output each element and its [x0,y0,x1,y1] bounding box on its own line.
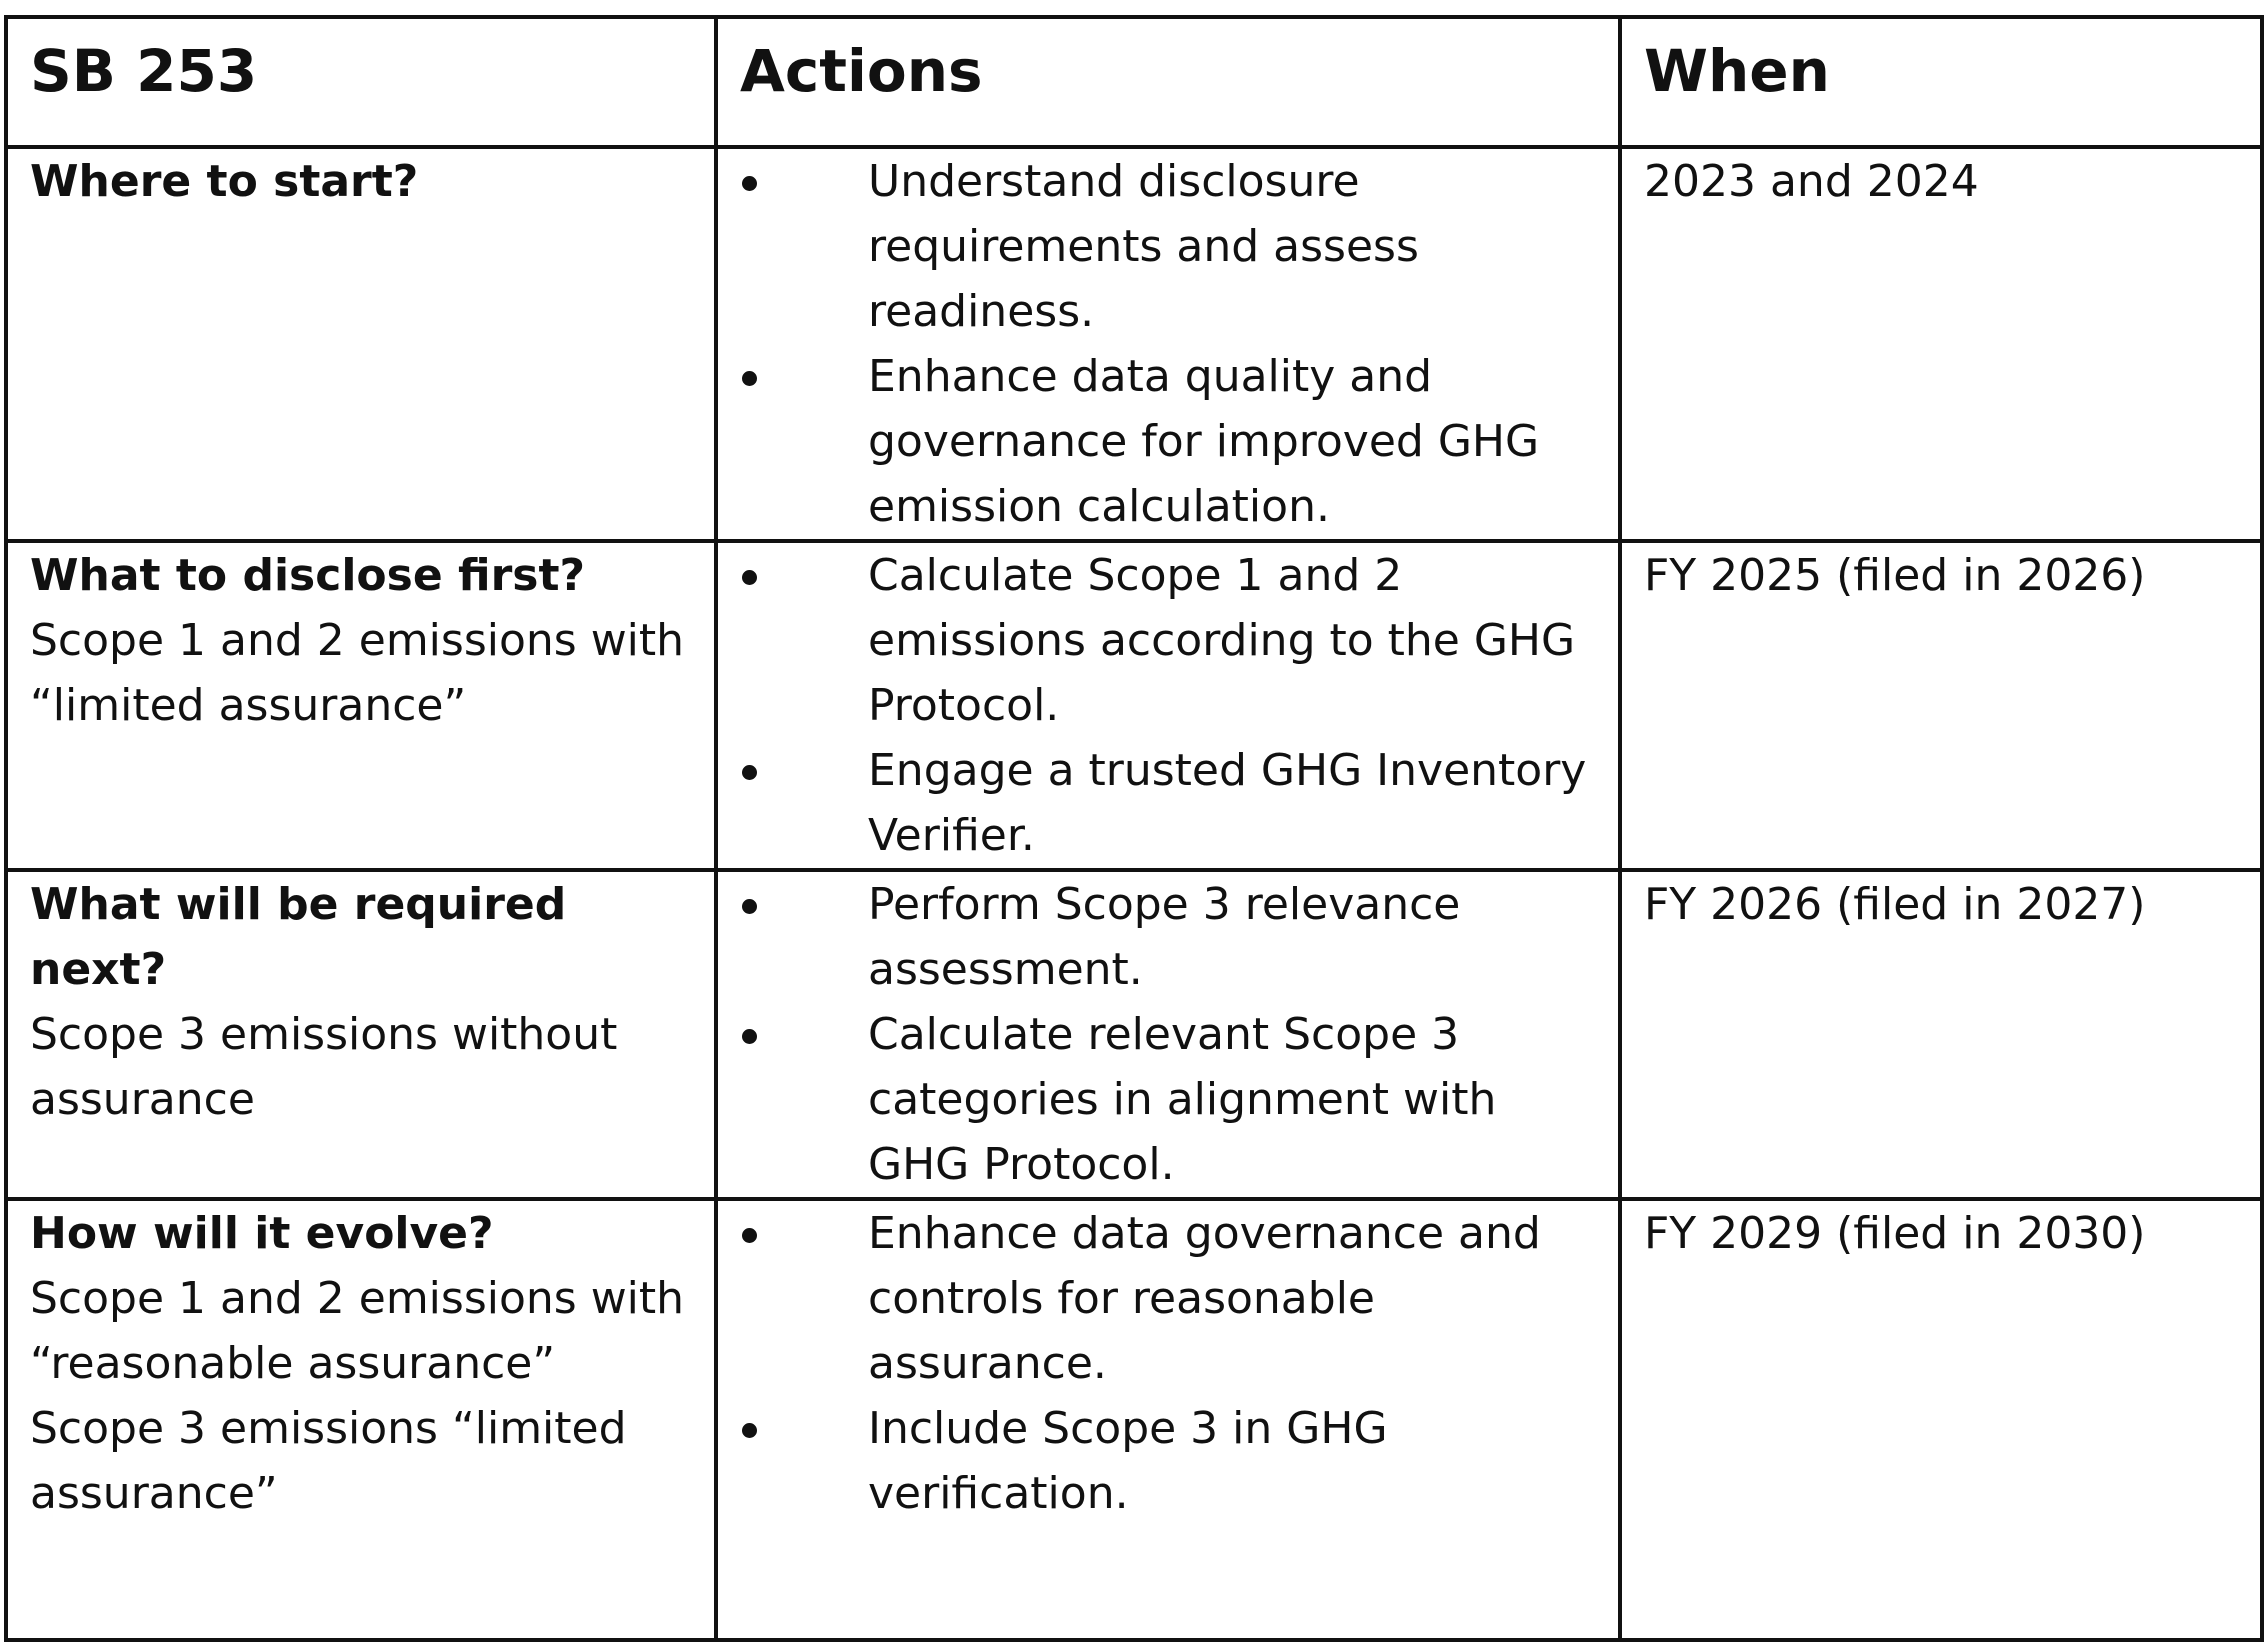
when-cell: FY 2026 (filed in 2027) [1618,868,2260,1201]
actions-cell: Calculate Scope 1 and 2 emissions accord… [714,539,1622,872]
row-detail: Scope 1 and 2 emissions with “reasonable… [30,1273,685,1389]
sb253-timeline-table: SB 253 Actions When Where to start? Unde… [8,19,2260,1638]
table-row: What to disclose first? Scope 1 and 2 em… [8,539,2260,872]
topic-cell: What to disclose first? Scope 1 and 2 em… [8,539,718,872]
row-question: Where to start? [30,156,419,207]
topic-cell: Where to start? [8,145,718,543]
action-item: Calculate Scope 1 and 2 emissions accord… [740,545,1596,738]
action-text: Engage a trusted GHG Inventory Verifier. [868,745,1587,861]
action-text: Perform Scope 3 relevance assessment. [868,879,1461,995]
action-item: Enhance data governance and controls for… [740,1203,1596,1396]
bullet-icon [742,1228,757,1243]
topic-cell: What will be required next? Scope 3 emis… [8,868,718,1201]
row-detail: Scope 3 emissions “limited assurance” [30,1403,627,1519]
bullet-icon [742,1423,757,1438]
action-list: Enhance data governance and controls for… [740,1203,1596,1526]
bullet-icon [742,176,757,191]
header-sb253: SB 253 [8,19,718,149]
row-question: What will be required next? [30,879,567,995]
action-item: Include Scope 3 in GHG verification. [740,1396,1596,1526]
bullet-icon [742,899,757,914]
actions-cell: Perform Scope 3 relevance assessment. Ca… [714,868,1622,1201]
row-detail: Scope 1 and 2 emissions with “limited as… [30,615,685,731]
bullet-icon [742,765,757,780]
action-item: Engage a trusted GHG Inventory Verifier. [740,738,1596,866]
sb253-table-container: SB 253 Actions When Where to start? Unde… [4,15,2264,1642]
row-question: What to disclose first? [30,550,586,601]
action-text: Enhance data governance and controls for… [868,1208,1541,1389]
header-when: When [1618,19,2260,149]
when-cell: 2023 and 2024 [1618,145,2260,543]
actions-cell: Understand disclosure requirements and a… [714,145,1622,543]
action-list: Perform Scope 3 relevance assessment. Ca… [740,874,1596,1195]
action-text: Understand disclosure requirements and a… [868,156,1419,337]
row-detail: Scope 3 emissions without assurance [30,1009,618,1125]
action-text: Include Scope 3 in GHG verification. [868,1403,1388,1519]
action-text: Calculate relevant Scope 3 categories in… [868,1009,1497,1190]
action-item: Understand disclosure requirements and a… [740,151,1596,344]
row-question: How will it evolve? [30,1208,494,1259]
action-list: Calculate Scope 1 and 2 emissions accord… [740,545,1596,866]
table-header-row: SB 253 Actions When [8,19,2260,149]
header-actions: Actions [714,19,1622,149]
actions-cell: Enhance data governance and controls for… [714,1197,1622,1638]
table-row: How will it evolve? Scope 1 and 2 emissi… [8,1197,2260,1638]
table-row: Where to start? Understand disclosure re… [8,145,2260,543]
action-text: Enhance data quality and governance for … [868,351,1540,532]
table-row: What will be required next? Scope 3 emis… [8,868,2260,1201]
action-list: Understand disclosure requirements and a… [740,151,1596,537]
when-cell: FY 2029 (filed in 2030) [1618,1197,2260,1638]
bullet-icon [742,371,757,386]
bullet-icon [742,570,757,585]
action-text: Calculate Scope 1 and 2 emissions accord… [868,550,1576,731]
action-item: Calculate relevant Scope 3 categories in… [740,1002,1596,1195]
action-item: Enhance data quality and governance for … [740,344,1596,537]
topic-cell: How will it evolve? Scope 1 and 2 emissi… [8,1197,718,1638]
bullet-icon [742,1029,757,1044]
when-cell: FY 2025 (filed in 2026) [1618,539,2260,872]
action-item: Perform Scope 3 relevance assessment. [740,874,1596,1002]
